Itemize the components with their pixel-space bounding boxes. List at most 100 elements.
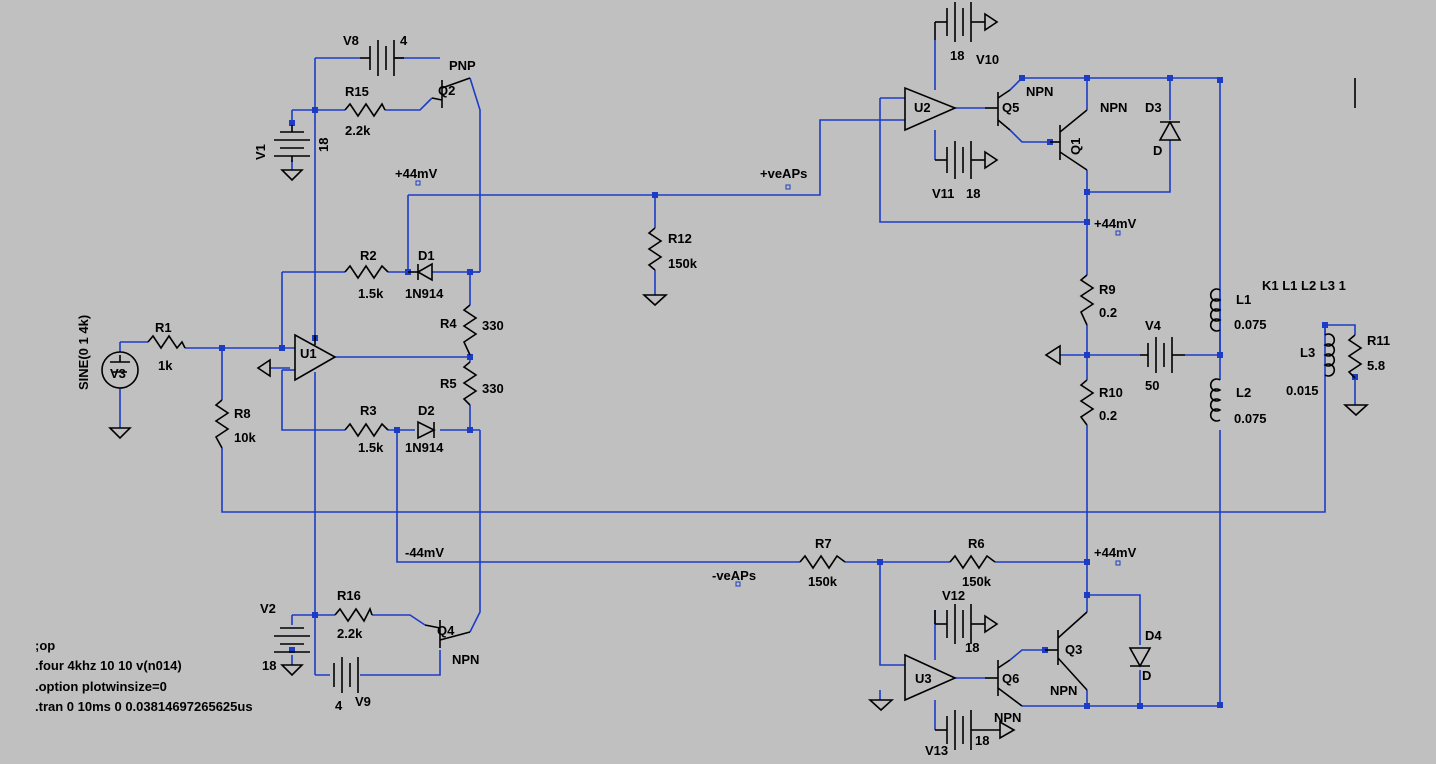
value-l1: 0.075 xyxy=(1234,317,1267,332)
value-d1: 1N914 xyxy=(405,286,444,301)
value-v1: 18 xyxy=(316,138,331,152)
label-r9: R9 xyxy=(1099,282,1116,297)
label-d4: D4 xyxy=(1145,628,1162,643)
label-r16: R16 xyxy=(337,588,361,603)
label-v10: V10 xyxy=(976,52,999,67)
label-r6: R6 xyxy=(968,536,985,551)
label-r2: R2 xyxy=(360,248,377,263)
value-r9: 0.2 xyxy=(1099,305,1117,320)
value-r4: 330 xyxy=(482,318,504,333)
net-pos44-bottom: +44mV xyxy=(1094,545,1137,560)
label-r11: R11 xyxy=(1367,333,1390,348)
net-label-pins xyxy=(415,180,1121,587)
label-v8: V8 xyxy=(343,33,359,48)
directive-line-4: .tran 0 10ms 0 0.03814697265625us xyxy=(35,699,253,714)
label-q6: Q6 xyxy=(1002,671,1019,686)
net-neg-veaps: -veAPs xyxy=(712,568,756,583)
inductors xyxy=(1209,288,1336,422)
label-v9: V9 xyxy=(355,694,371,709)
label-r8: R8 xyxy=(234,406,251,421)
wires xyxy=(119,40,1356,730)
label-r4: R4 xyxy=(440,316,457,331)
label-u2: U2 xyxy=(914,100,931,115)
value-r15: 2.2k xyxy=(345,123,371,138)
label-u1: U1 xyxy=(300,346,317,361)
label-r12: R12 xyxy=(668,231,692,246)
label-r15: R15 xyxy=(345,84,369,99)
label-d2: D2 xyxy=(418,403,435,418)
batteries xyxy=(274,2,1185,750)
directive-line-1: ;op xyxy=(35,638,55,653)
value-v9: 4 xyxy=(335,698,343,713)
transistors xyxy=(424,77,1088,707)
label-r5: R5 xyxy=(440,376,457,391)
label-v4: V4 xyxy=(1145,318,1162,333)
value-r16: 2.2k xyxy=(337,626,363,641)
label-v13: V13 xyxy=(925,743,948,758)
directive-line-2: .four 4khz 10 10 v(n014) xyxy=(35,658,182,673)
coupling-directive: K1 L1 L2 L3 1 xyxy=(1262,278,1346,293)
value-r1: 1k xyxy=(158,358,173,373)
value-v10: 18 xyxy=(950,48,964,63)
component-labels: V8 4 PNP Q2 R15 2.2k V1 18 +44mV +veAPs … xyxy=(76,33,1390,758)
label-q1: Q1 xyxy=(1068,138,1083,155)
label-l2: L2 xyxy=(1236,385,1251,400)
grounds xyxy=(108,12,1370,740)
net-pos44-top: +44mV xyxy=(395,166,438,181)
diodes xyxy=(408,120,1182,668)
net-pos-veaps: +veAPs xyxy=(760,166,807,181)
value-r11: 5.8 xyxy=(1367,358,1385,373)
value-d4: D xyxy=(1142,668,1151,683)
value-l2: 0.075 xyxy=(1234,411,1267,426)
value-q1: NPN xyxy=(1100,100,1127,115)
label-r10: R10 xyxy=(1099,385,1123,400)
value-r10: 0.2 xyxy=(1099,408,1117,423)
label-q2: Q2 xyxy=(438,83,455,98)
net-pos44-right: +44mV xyxy=(1094,216,1137,231)
net-neg44: -44mV xyxy=(405,545,444,560)
label-r7: R7 xyxy=(815,536,832,551)
value-q3: NPN xyxy=(1050,683,1077,698)
value-v2: 18 xyxy=(262,658,276,673)
value-v3: SINE(0 1 4k) xyxy=(76,315,91,390)
label-q4: Q4 xyxy=(437,623,455,638)
label-l1: L1 xyxy=(1236,292,1251,307)
value-v13: 18 xyxy=(975,733,989,748)
label-r3: R3 xyxy=(360,403,377,418)
value-r8: 10k xyxy=(234,430,256,445)
value-r6: 150k xyxy=(962,574,992,589)
label-v1: V1 xyxy=(253,144,268,160)
op-amps xyxy=(294,86,958,702)
value-q6: NPN xyxy=(994,710,1021,725)
label-q5: Q5 xyxy=(1002,100,1019,115)
spice-directives: ;op .four 4khz 10 10 v(n014) .option plo… xyxy=(35,638,253,714)
label-v12: V12 xyxy=(942,588,965,603)
directive-line-3: .option plotwinsize=0 xyxy=(35,679,167,694)
sine-source xyxy=(101,351,139,389)
value-r5: 330 xyxy=(482,381,504,396)
label-u3: U3 xyxy=(915,671,932,686)
label-l3: L3 xyxy=(1300,345,1315,360)
value-q2: PNP xyxy=(449,58,476,73)
label-d3: D3 xyxy=(1145,100,1162,115)
resistors xyxy=(147,102,1363,623)
value-v4: 50 xyxy=(1145,378,1159,393)
label-v3: V3 xyxy=(110,366,126,381)
label-q3: Q3 xyxy=(1065,642,1082,657)
value-r7: 150k xyxy=(808,574,838,589)
value-q5: NPN xyxy=(1026,84,1053,99)
label-v2: V2 xyxy=(260,601,276,616)
value-d3: D xyxy=(1153,143,1162,158)
value-r3: 1.5k xyxy=(358,440,384,455)
value-v8: 4 xyxy=(400,33,408,48)
label-d1: D1 xyxy=(418,248,435,263)
label-r1: R1 xyxy=(155,320,172,335)
label-v11: V11 xyxy=(932,186,954,201)
value-v11: 18 xyxy=(966,186,980,201)
value-v12: 18 xyxy=(965,640,979,655)
value-r2: 1.5k xyxy=(358,286,384,301)
value-l3: 0.015 xyxy=(1286,383,1319,398)
value-d2: 1N914 xyxy=(405,440,444,455)
